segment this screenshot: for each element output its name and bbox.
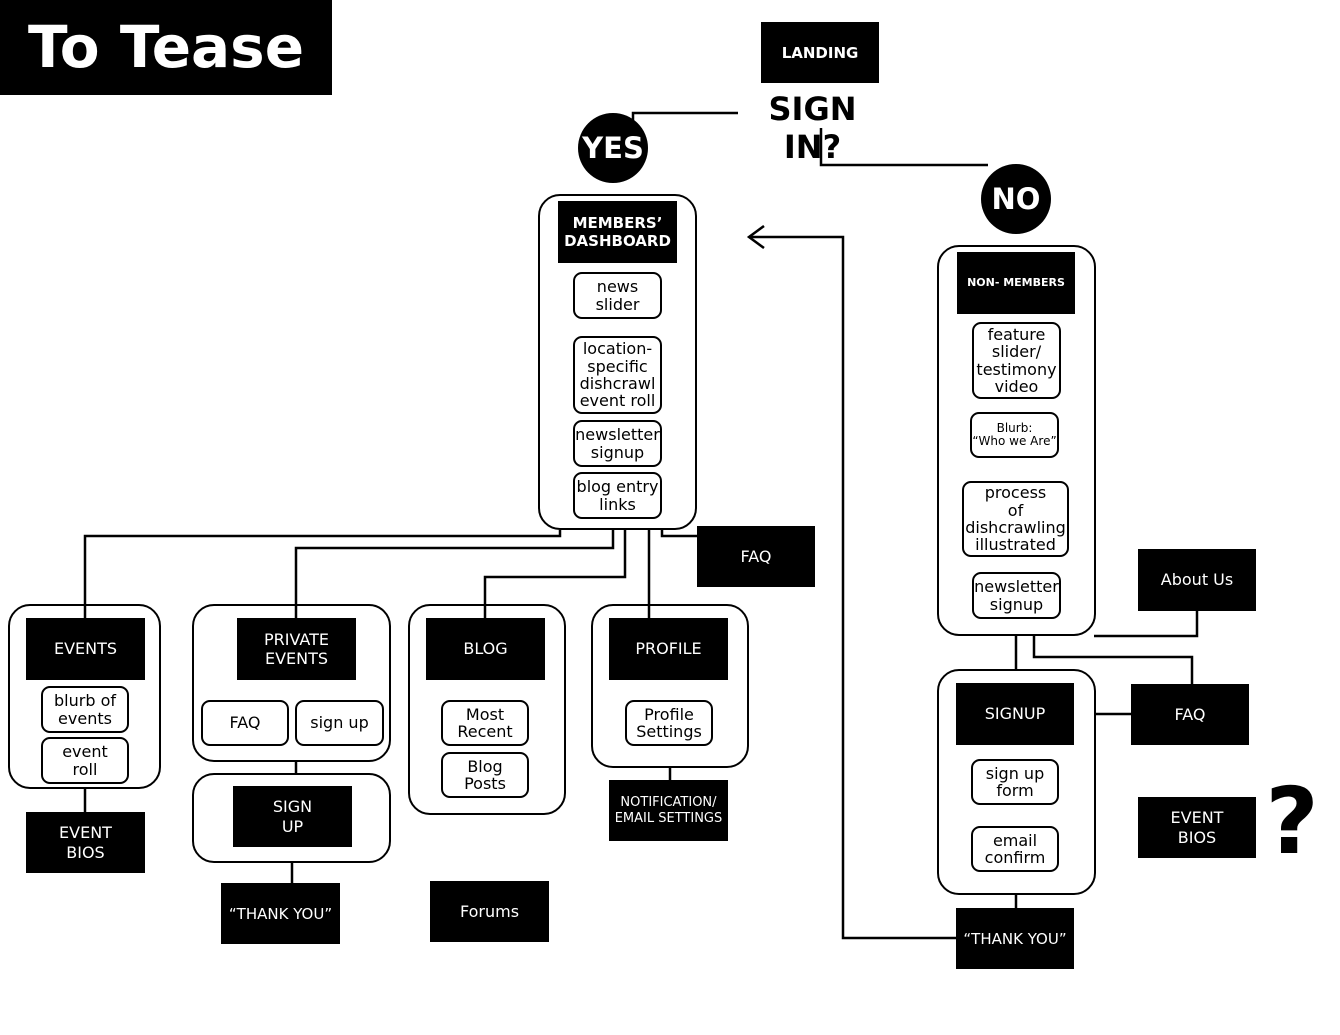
signup-header: SIGNUP [956,683,1074,745]
connector-dashboard-events [83,530,562,618]
blog-group [408,604,566,815]
connector-nonmembers-faq [1032,636,1194,684]
private-events-group [192,604,391,762]
non-members-item-newsletter: newsletter signup [972,572,1061,619]
about-us-node: About Us [1138,549,1256,611]
connector-dashboard-private [294,530,615,618]
no-circle: NO [981,164,1051,234]
landing-node: LANDING [761,22,879,83]
event-bios-node: EVENT BIOS [26,812,145,873]
private-events-header: PRIVATE EVENTS [237,618,356,680]
signup-item-email-confirm: email confirm [971,826,1059,872]
connector-dashboard-faq [660,530,697,538]
blog-item-most-recent: Most Recent [441,700,529,746]
members-item-event-roll: location- specific dishcrawl event roll [573,336,662,414]
sign-in-question: SIGN IN? [768,90,857,166]
events-group [8,604,161,789]
blog-item-posts: Blog Posts [441,752,529,798]
notification-settings-node: NOTIFICATION/ EMAIL SETTINGS [609,780,728,841]
arrowhead-icon [746,224,765,250]
non-members-header: NON- MEMBERS [957,252,1075,314]
connector-signin-no [819,128,988,167]
private-events-item-faq: FAQ [201,700,289,746]
page-title: To Tease [0,0,332,95]
forums-node: Forums [430,881,549,942]
question-mark: ? [1265,768,1319,875]
sign-up-header: SIGN UP [233,786,352,847]
non-members-item-process: process of dishcrawling illustrated [962,481,1069,557]
blog-header: BLOG [426,618,545,680]
signup-group [937,669,1096,895]
faq-members-node: FAQ [697,526,815,587]
profile-header: PROFILE [609,618,728,680]
profile-item-settings: Profile Settings [625,700,713,746]
members-item-news-slider: news slider [573,272,662,319]
members-dashboard-header: MEMBERS’ DASHBOARD [558,201,677,263]
connector-nonmembers-about [1094,610,1199,638]
event-bios-right-node: EVENT BIOS [1138,797,1256,858]
events-item-roll: event roll [41,737,129,784]
thank-you-right: “THANK YOU” [956,908,1074,969]
faq-nonmembers-node: FAQ [1131,684,1249,745]
connector-thanks-dashboard [750,235,956,940]
non-members-group [937,245,1096,636]
profile-group [591,604,749,768]
sign-up-group [192,773,391,863]
events-item-blurb: blurb of events [41,686,129,733]
signup-item-form: sign up form [971,759,1059,805]
private-events-item-signup: sign up [295,700,384,746]
connector-dashboard-blog [483,530,627,618]
members-item-blog-links: blog entry links [573,472,662,519]
non-members-item-blurb: Blurb: “Who we Are” [970,412,1059,458]
events-header: EVENTS [26,618,145,680]
thank-you-left: “THANK YOU” [221,883,340,944]
yes-circle: YES [578,113,648,183]
non-members-item-feature-slider: feature slider/ testimony video [972,322,1061,399]
connector-signin-yes [631,111,738,125]
members-item-newsletter: newsletter signup [573,420,662,467]
members-dashboard-group [538,194,697,530]
